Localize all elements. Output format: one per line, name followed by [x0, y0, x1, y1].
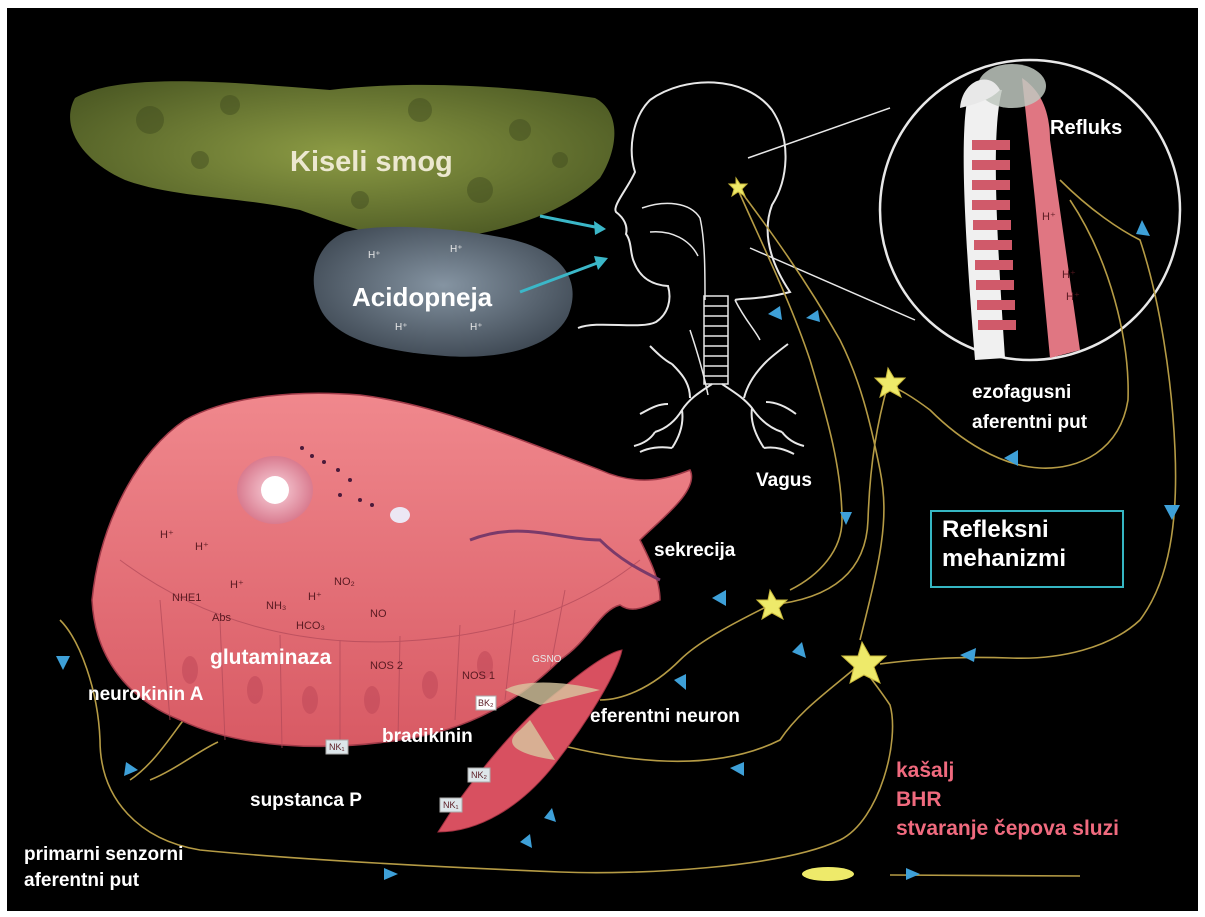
acidopnea-label: Acidopneja: [352, 282, 492, 313]
nk2-label: NK₂: [471, 770, 487, 780]
h-plus-label: H⁺: [450, 244, 463, 255]
h-plus-label: H⁺: [1066, 290, 1080, 303]
abs-label: Abs: [212, 612, 231, 624]
gsno-label: GSNO: [532, 654, 561, 665]
cell-nucleus: [261, 476, 289, 504]
no-label: NO: [370, 608, 387, 620]
h-plus-label: H⁺: [230, 578, 244, 591]
mucus-plugs-label: stvaranje čepova sluzi: [896, 816, 1119, 841]
glutaminase-label: glutaminaza: [210, 645, 331, 670]
bradykinin-label: bradikinin: [382, 726, 473, 749]
nk1-label: NK₁: [443, 800, 459, 810]
nos2-label: NOS 2: [370, 660, 403, 672]
nhe1-label: NHE1: [172, 592, 201, 604]
primary-sensory-label-2: aferentni put: [24, 870, 139, 893]
bhr-label: BHR: [896, 787, 942, 812]
bk2-label: BK₂: [478, 698, 494, 708]
reflex-mechanisms-label-1: Refleksni: [942, 516, 1112, 545]
hco3-label: HCO₃: [296, 620, 325, 632]
esophageal-afferent-label-1: ezofagusni: [972, 382, 1071, 405]
reflex-mechanisms-box: Refleksni mehanizmi: [930, 510, 1124, 588]
eosinophil: [390, 507, 410, 523]
h-plus-label: H⁺: [368, 250, 381, 261]
efferent-neuron-label: eferentni neuron: [590, 706, 740, 729]
secretion-label: sekrecija: [654, 540, 735, 563]
h-plus-label: H⁺: [470, 322, 483, 333]
h-plus-label: H⁺: [1042, 210, 1056, 223]
h-plus-label: H⁺: [160, 528, 174, 541]
h-plus-label: H⁺: [395, 322, 408, 333]
primary-sensory-label-1: primarni senzorni: [24, 844, 183, 867]
neurokinin-a-label: neurokinin A: [88, 684, 203, 707]
vagus-label: Vagus: [756, 470, 812, 493]
nk1-label: NK₁: [329, 742, 345, 752]
h-plus-label: H⁺: [308, 590, 322, 603]
ganglion-icon: [802, 867, 854, 881]
nh3-label: NH₃: [266, 600, 286, 612]
smog-label: Kiseli smog: [290, 145, 453, 180]
esophageal-afferent-label-2: aferentni put: [972, 412, 1087, 435]
nos1-label: NOS 1: [462, 670, 495, 682]
no2-label: NO₂: [334, 576, 355, 588]
cough-label: kašalj: [896, 758, 954, 783]
substance-p-label: supstanca P: [250, 790, 362, 813]
h-plus-label: H⁺: [195, 540, 209, 553]
reflux-label: Refluks: [1050, 116, 1122, 140]
h-plus-label: H⁺: [1062, 268, 1076, 281]
reflex-mechanisms-label-2: mehanizmi: [942, 545, 1112, 574]
